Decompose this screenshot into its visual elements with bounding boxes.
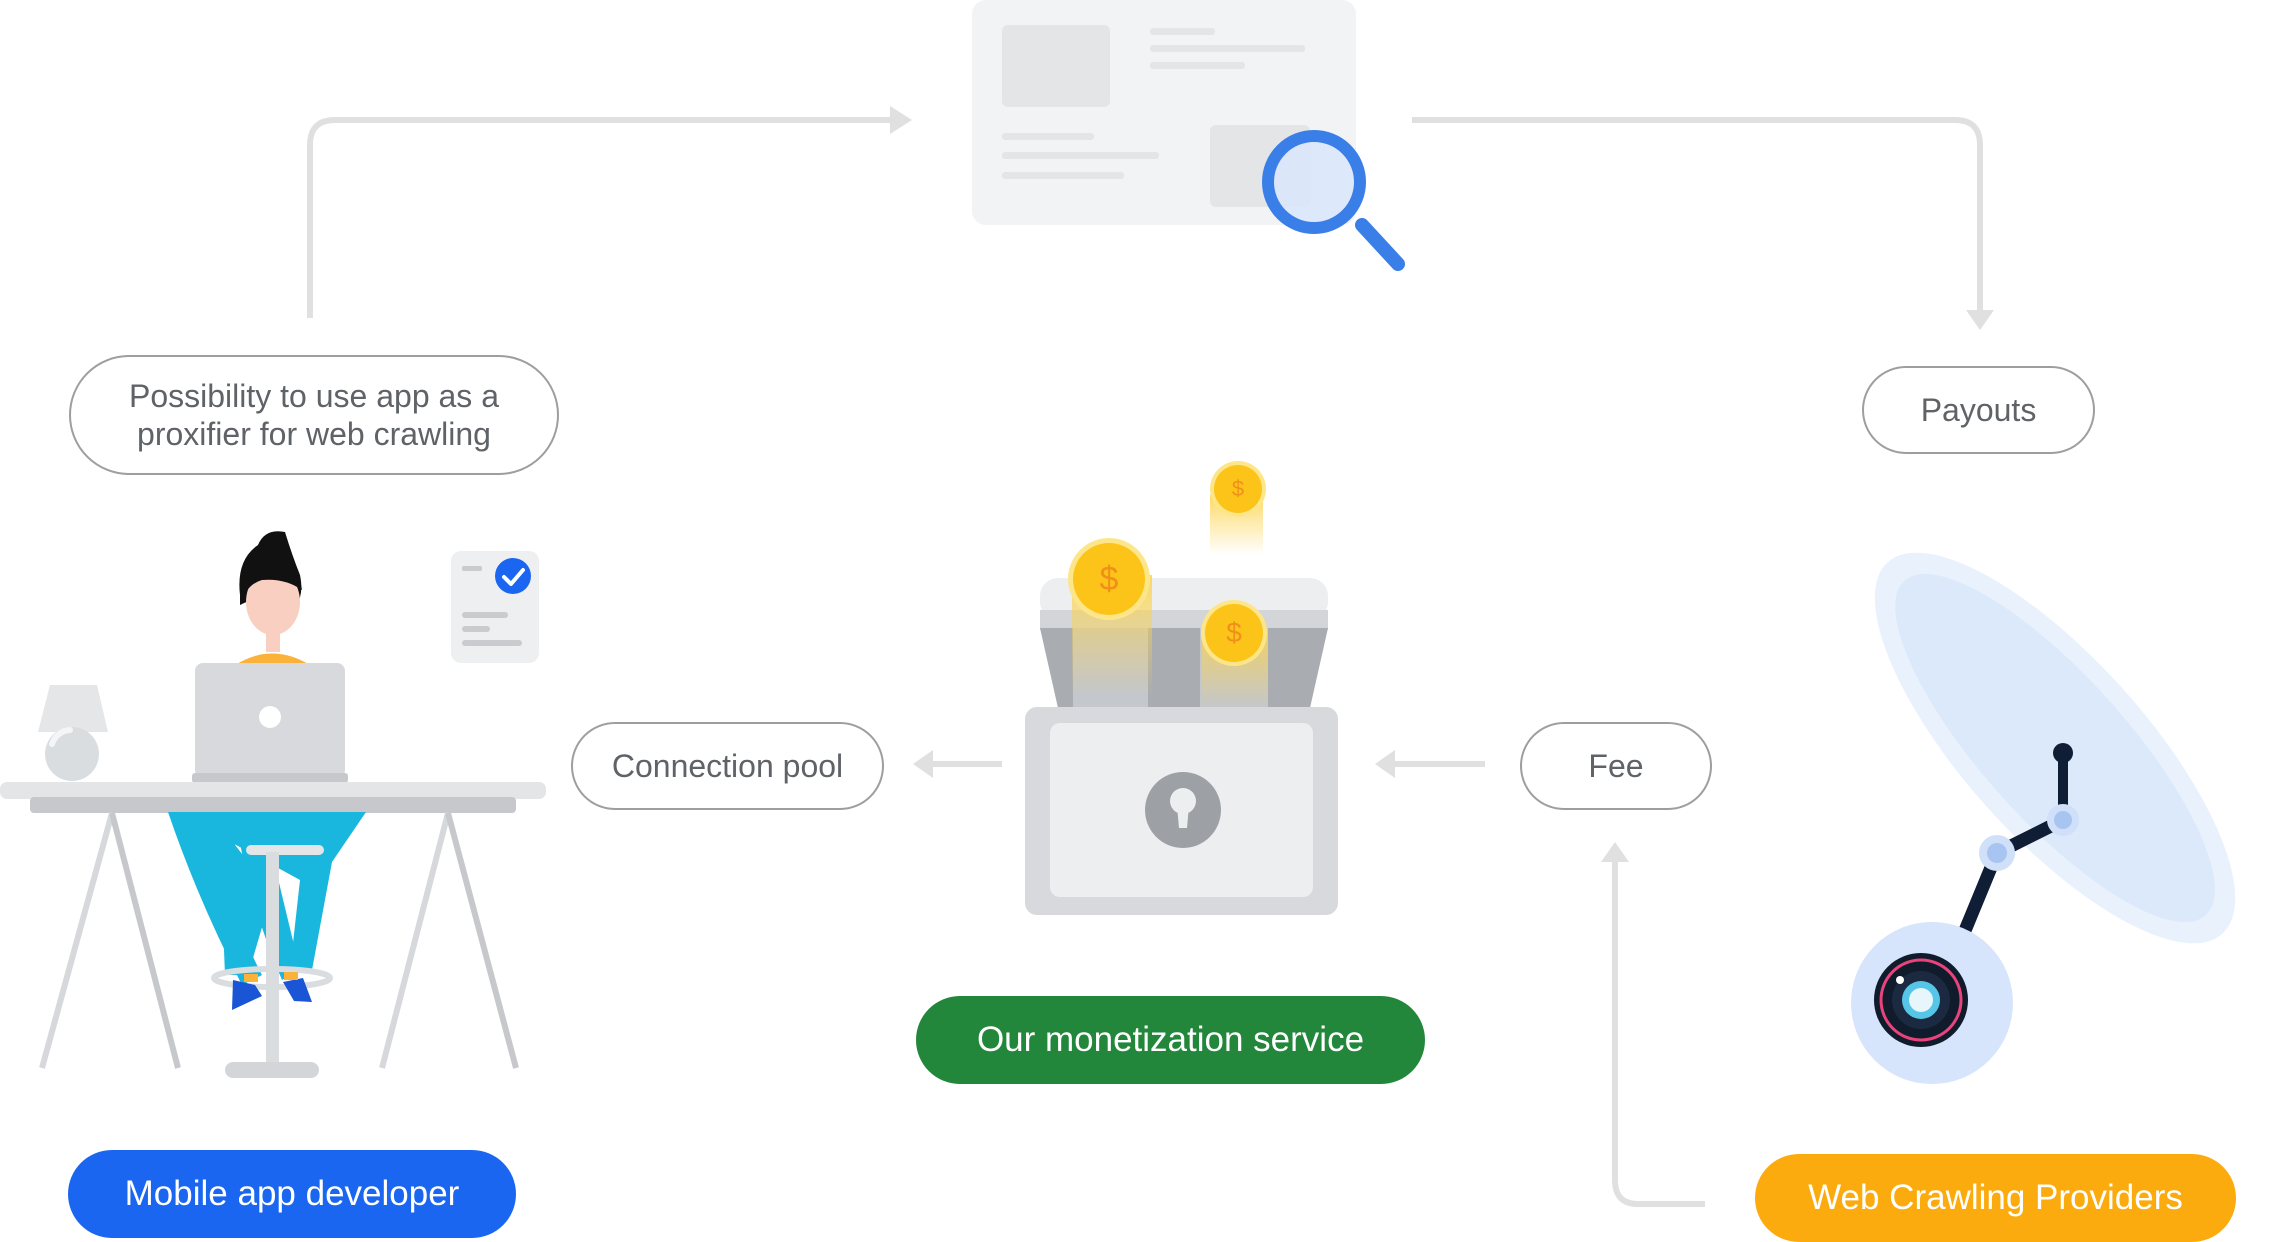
coin-icon: $ [1214,465,1262,513]
coin-icon: $ [1073,543,1145,615]
monetization-service-text: Our monetization service [976,1020,1365,1059]
treasure-chest-illustration [1025,495,1338,915]
checklist-icon [451,551,539,663]
satellite-dish-illustration [1851,552,2236,1084]
keyhole-icon [1145,772,1221,848]
arrow-developer-to-search [307,106,912,318]
web-crawling-providers-text: Web Crawling Providers [1808,1178,2183,1217]
coin-symbol: $ [1226,617,1242,648]
mobile-app-developer-label: Mobile app developer [68,1150,516,1238]
connection-pool-text: Connection pool [611,747,844,784]
proxifier-bubble: Possibility to use app as a proxifier fo… [69,355,559,475]
proxifier-text: Possibility to use app as a proxifier fo… [129,377,499,452]
mobile-app-developer-text: Mobile app developer [124,1174,460,1213]
fee-bubble: Fee [1520,722,1712,810]
monetization-service-label: Our monetization service [916,996,1425,1084]
desk-lamp-icon [38,685,108,781]
arrow-fee-to-service [1375,750,1485,778]
developer-illustration [0,531,546,1078]
arrow-to-connection-pool [913,750,1002,778]
coin-symbol: $ [1099,559,1119,598]
fee-text: Fee [1588,747,1644,784]
arrow-search-to-payouts [1412,117,1994,330]
web-crawling-providers-label: Web Crawling Providers [1755,1154,2236,1242]
coin-icon: $ [1205,604,1263,662]
coin-symbol: $ [1231,476,1245,501]
payouts-bubble: Payouts [1862,366,2095,454]
connection-pool-bubble: Connection pool [571,722,884,810]
search-results-card [972,0,1356,225]
payouts-text: Payouts [1920,391,2037,428]
arrow-providers-to-fee [1601,842,1705,1207]
magnifier-icon [1262,130,1405,271]
